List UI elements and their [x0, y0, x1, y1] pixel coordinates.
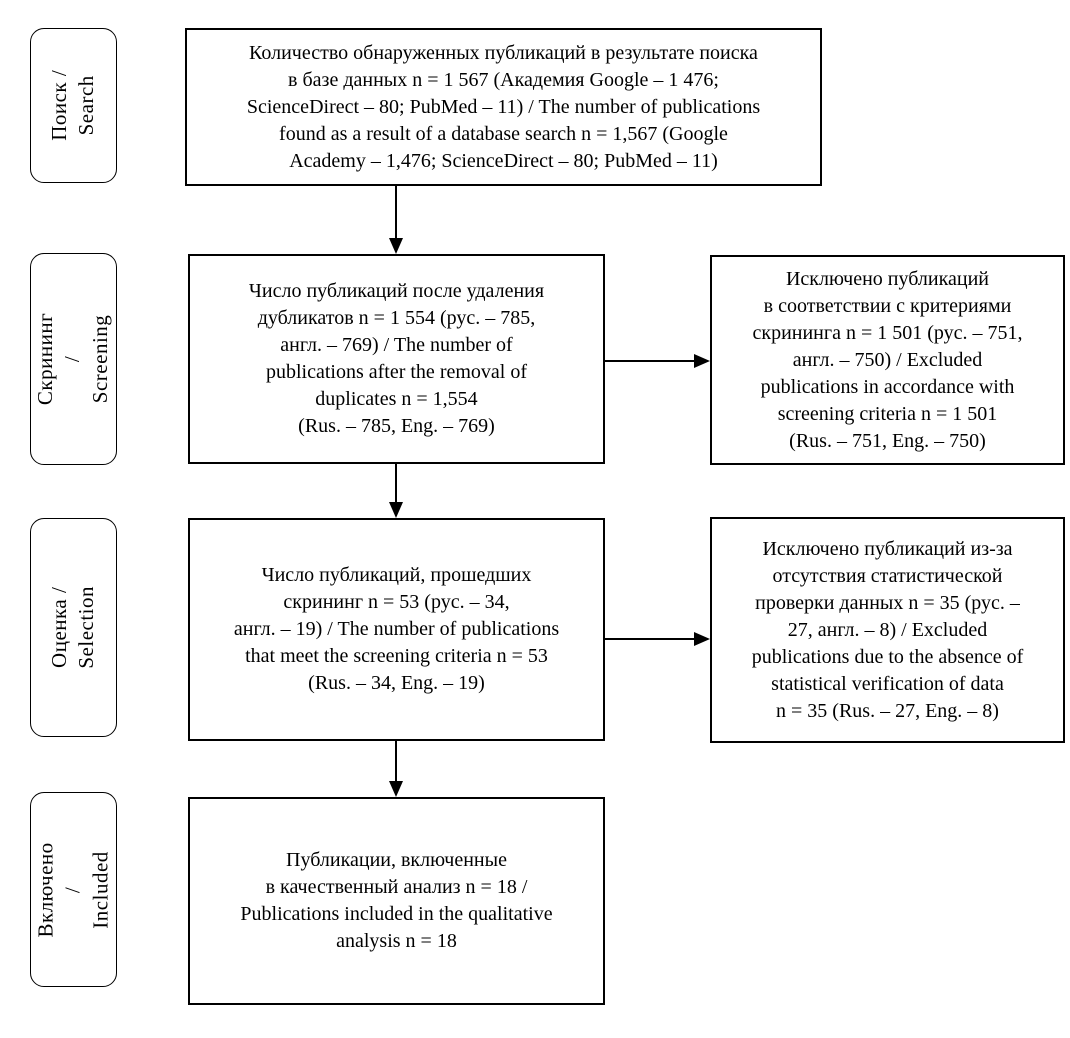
arrow-stem — [395, 464, 397, 502]
node-excluded-screening-text: Исключено публикаций в соответствии с кр… — [752, 267, 1023, 452]
node-passed-screening: Число публикаций, прошедших скрининг n =… — [188, 518, 605, 741]
stage-label-selection-text: Оценка / Selection — [47, 586, 99, 669]
arrow-stem — [605, 360, 694, 362]
node-search-results-text: Количество обнаруженных публикаций в рез… — [246, 41, 761, 172]
arrow-right-icon — [694, 354, 710, 368]
stage-label-selection: Оценка / Selection — [30, 518, 117, 737]
arrow-right-icon — [694, 632, 710, 646]
node-excluded-statistics-text: Исключено публикаций из-за отсутствия ст… — [751, 537, 1024, 722]
node-search-results: Количество обнаруженных публикаций в рез… — [185, 28, 822, 186]
stage-label-search: Поиск / Search — [30, 28, 117, 183]
node-included: Публикации, включенные в качественный ан… — [188, 797, 605, 1005]
node-excluded-statistics: Исключено публикаций из-за отсутствия ст… — [710, 517, 1065, 743]
arrow-down-icon — [389, 781, 403, 797]
arrow-down-icon — [389, 502, 403, 518]
arrow-stem — [395, 186, 397, 238]
stage-label-included-text: Включено / Included — [33, 841, 113, 938]
arrow-stem — [395, 741, 397, 781]
stage-label-included: Включено / Included — [30, 792, 117, 987]
node-excluded-screening: Исключено публикаций в соответствии с кр… — [710, 255, 1065, 465]
node-passed-screening-text: Число публикаций, прошедших скрининг n =… — [233, 564, 560, 694]
stage-label-screening-text: Скрининг / Screening — [33, 312, 113, 406]
node-included-text: Публикации, включенные в качественный ан… — [240, 849, 553, 952]
node-after-duplicates-text: Число публикаций после удаления дубликат… — [248, 280, 545, 437]
arrow-down-icon — [389, 238, 403, 254]
stage-label-screening: Скрининг / Screening — [30, 253, 117, 465]
arrow-stem — [605, 638, 694, 640]
node-after-duplicates: Число публикаций после удаления дубликат… — [188, 254, 605, 464]
stage-label-search-text: Поиск / Search — [47, 69, 99, 142]
